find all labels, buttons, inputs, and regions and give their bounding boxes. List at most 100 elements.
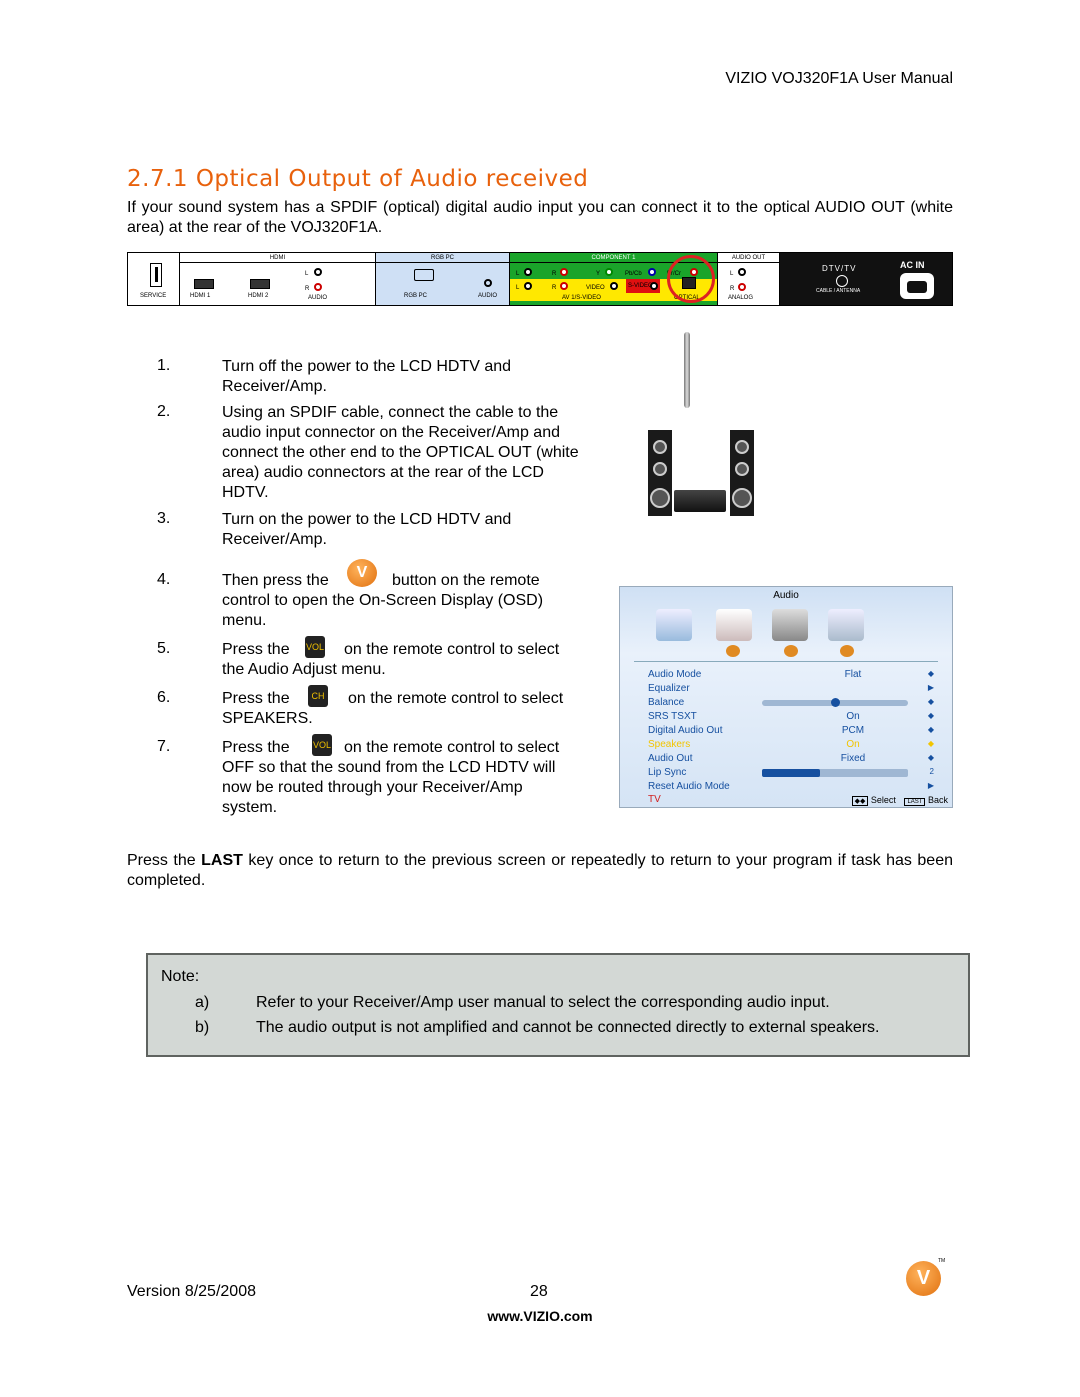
chevron-down-icon xyxy=(726,645,740,657)
optical-highlight-circle xyxy=(667,255,715,303)
intro-paragraph: If your sound system has a SPDIF (optica… xyxy=(127,199,953,236)
acin-label: AC IN xyxy=(900,260,925,270)
step-text: Turn off the power to the LCD HDTV and R… xyxy=(222,357,511,397)
step-line: Turn off the power to the LCD HDTV and xyxy=(222,358,512,375)
receiver-speakers-image xyxy=(644,332,756,522)
wrench-icon xyxy=(828,609,864,641)
satellite-icon xyxy=(772,609,808,641)
right-arrow-icon: ▶ xyxy=(927,683,934,692)
note-mark: a) xyxy=(195,994,210,1011)
osd-row[interactable]: Lip Sync 2 xyxy=(648,767,934,780)
note-mark: b) xyxy=(195,1019,210,1036)
step-number: 3. xyxy=(157,510,171,527)
step-line: the Audio Adjust menu. xyxy=(222,661,386,678)
step-number: 6. xyxy=(157,689,171,706)
power-socket-icon xyxy=(900,273,934,299)
right-speaker-icon xyxy=(730,430,754,516)
hdmi-audio-r-jack-icon xyxy=(314,283,322,291)
audio-icon xyxy=(716,609,752,641)
step-line: audio input connector on the Receiver/Am… xyxy=(222,424,560,441)
osd-row[interactable]: Audio Out Fixed ◆ xyxy=(648,753,934,766)
osd-value: Flat xyxy=(844,669,862,680)
chevron-down-icon xyxy=(784,645,798,657)
footer-version: Version 8/25/2008 xyxy=(127,1283,256,1300)
step-number: 5. xyxy=(157,640,171,657)
note-label: Note: xyxy=(161,968,200,985)
diamond-arrow-icon: ◆ xyxy=(927,711,934,720)
step-line: Press the VOL on the remote control to s… xyxy=(222,734,559,758)
rear-panel-diagram: SERVICE HDMI HDMI 1 HDMI 2 L R AUDIO RGB… xyxy=(127,252,953,306)
step-pre: Press the xyxy=(222,641,290,658)
comp-pb-jack-icon xyxy=(648,268,656,276)
last-key-icon: LAST xyxy=(904,798,926,806)
osd-value: Fixed xyxy=(840,753,866,764)
step-text: Using an SPDIF cable, connect the cable … xyxy=(222,403,579,503)
rgb-audio-jack-icon xyxy=(484,279,492,287)
hdmi1-port-icon xyxy=(194,279,214,289)
step-line: menu. xyxy=(222,612,267,629)
analog-r-jack-icon xyxy=(738,283,746,291)
osd-value: On xyxy=(846,711,860,722)
step-line: Using an SPDIF cable, connect the cable … xyxy=(222,404,559,421)
slider-knob[interactable] xyxy=(831,698,840,707)
osd-row[interactable]: Reset Audio Mode ▶ xyxy=(648,781,934,794)
step-post: on the remote control to select xyxy=(344,641,560,658)
comp-l-jack-icon xyxy=(524,268,532,276)
hdmi-section: HDMI HDMI 1 HDMI 2 L R AUDIO xyxy=(180,253,376,305)
back-hint: Back xyxy=(927,795,948,805)
av-label: AV 1/S-VIDEO xyxy=(562,295,601,301)
step-text: Press the VOL on the remote control to s… xyxy=(222,636,559,680)
analog-l-label: L xyxy=(730,271,734,277)
manual-header: VIZIO VOJ320F1A User Manual xyxy=(725,70,953,87)
osd-row[interactable]: SRS TSXT On ◆ xyxy=(648,711,934,724)
comp-l-label: L xyxy=(516,271,520,277)
comp-y-label: Y xyxy=(596,271,601,277)
volume-button-icon: VOL xyxy=(305,636,325,658)
osd-input-label: TV xyxy=(648,794,661,805)
hdmi-audio-r-label: R xyxy=(305,286,310,292)
footer-url[interactable]: www.VIZIO.com xyxy=(487,1308,593,1324)
lipsync-fill xyxy=(762,769,821,777)
step-text: Press the VOL on the remote control to s… xyxy=(222,734,559,818)
diamond-arrow-icon: ◆ xyxy=(927,725,934,734)
av-r-label: R xyxy=(552,285,557,291)
osd-row[interactable]: Digital Audio Out PCM ◆ xyxy=(648,725,934,738)
step-text: Press the CH on the remote control to se… xyxy=(222,685,563,729)
step-line: now be routed through your Receiver/Amp xyxy=(222,779,523,796)
step-number: 7. xyxy=(157,738,171,755)
vizio-logo: V xyxy=(906,1261,941,1296)
select-arrows-icon: ◆◆ xyxy=(851,796,869,806)
av-video-label: VIDEO xyxy=(586,285,605,291)
rgb-audio-label: AUDIO xyxy=(478,293,498,299)
step-text: Turn on the power to the LCD HDTV and Re… xyxy=(222,510,511,550)
osd-divider xyxy=(634,661,938,662)
av-video-jack-icon xyxy=(610,282,618,290)
hdmi-audio-l-jack-icon xyxy=(314,268,322,276)
last-key-paragraph: Press the LAST key once to return to the… xyxy=(127,851,953,891)
note-text: Refer to your Receiver/Amp user manual t… xyxy=(256,994,830,1011)
comp-pb-label: Pb/Cb xyxy=(625,271,642,277)
page-number: 28 xyxy=(530,1283,548,1300)
rgb-pc-section: RGB PC RGB PC AUDIO xyxy=(376,253,510,305)
step-line: control to open the On-Screen Display (O… xyxy=(222,592,544,609)
osd-label: Balance xyxy=(648,697,685,708)
diamond-arrow-icon: ◆ xyxy=(927,753,934,762)
analog-label: ANALOG xyxy=(728,295,754,301)
step-line: OFF so that the sound from the LCD HDTV … xyxy=(222,759,556,776)
step-pre: Press the xyxy=(222,739,290,756)
osd-label: Lip Sync xyxy=(648,767,687,778)
osd-label: Equalizer xyxy=(648,683,690,694)
osd-row-selected[interactable]: Speakers On ◆ xyxy=(648,739,934,752)
comp-r-jack-icon xyxy=(560,268,568,276)
last-pre: Press the xyxy=(127,852,202,869)
step-line: Then press the V button on the remote xyxy=(222,559,543,591)
balance-slider[interactable] xyxy=(762,698,908,707)
step-line: connect the other end to the OPTICAL OUT… xyxy=(222,444,579,461)
select-hint: Select xyxy=(870,795,896,805)
osd-row[interactable]: Audio Mode Flat ◆ xyxy=(648,669,934,682)
dtv-ac-section: DTV/TV CABLE / ANTENNA AC IN xyxy=(780,253,952,305)
svideo-jack-icon xyxy=(650,282,658,290)
osd-row[interactable]: Balance ◆ xyxy=(648,697,934,710)
lipsync-bar[interactable] xyxy=(762,769,908,777)
osd-row[interactable]: Equalizer ▶ xyxy=(648,683,934,696)
